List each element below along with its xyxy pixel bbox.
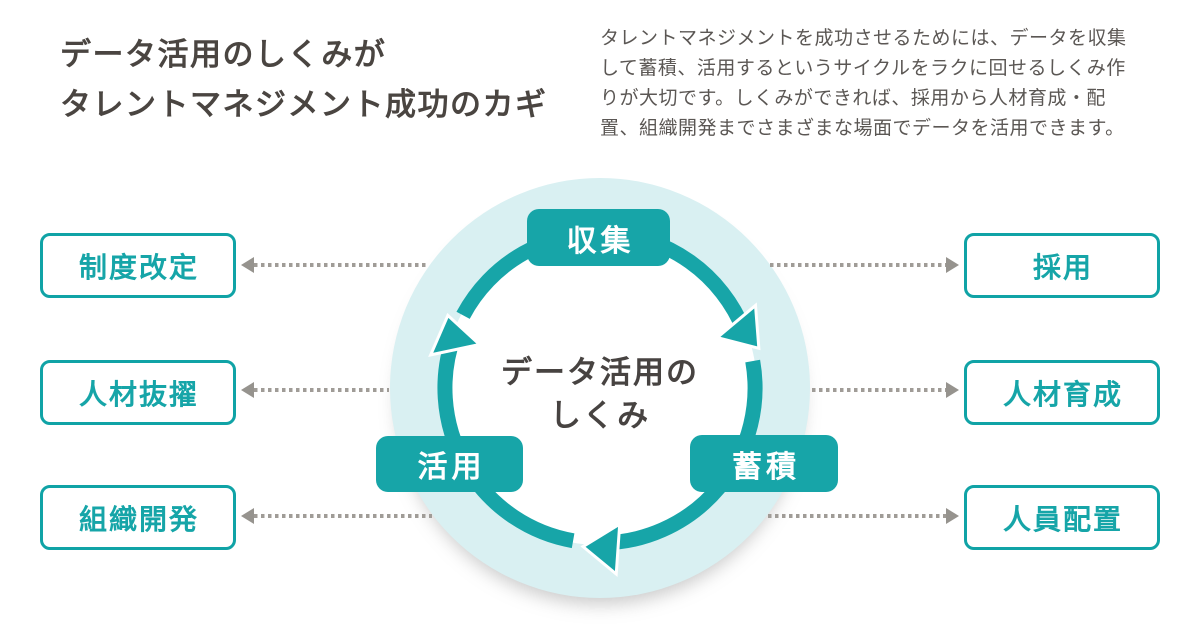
- cycle-arrowhead-right-icon: [714, 302, 761, 351]
- dotted-arrowhead-left-icon: [241, 382, 254, 398]
- left-item-jinzai-batteki: 人材抜擢: [40, 360, 236, 425]
- cycle-arrowhead-left-icon: [428, 312, 483, 357]
- connector-left-2: [241, 382, 389, 398]
- dotted-arrowhead-right-icon: [946, 508, 959, 524]
- intro-paragraph: タレントマネジメントを成功させるためには、データを収集 して蓄積、活用するという…: [600, 27, 1127, 139]
- dotted-arrowhead-left-icon: [241, 257, 254, 273]
- cycle-arrowhead-bottom-icon: [580, 521, 622, 577]
- cycle-center-label: データ活用の しくみ: [501, 355, 699, 434]
- right-item-jinin-haichi: 人員配置: [964, 485, 1160, 550]
- dotted-arrowhead-right-icon: [946, 257, 959, 273]
- connector-left-1: [241, 257, 428, 273]
- cycle-step-use: 活用: [376, 436, 523, 492]
- left-item-soshiki-kaihatsu: 組織開発: [40, 485, 236, 550]
- connector-left-3: [241, 508, 432, 524]
- connector-right-2: [812, 382, 959, 398]
- left-item-seido-kaitei: 制度改定: [40, 233, 236, 298]
- page-title: データ活用のしくみが タレントマネジメント成功のカギ: [60, 37, 548, 123]
- dotted-arrowhead-left-icon: [241, 508, 254, 524]
- cycle-step-collect: 収集: [527, 209, 670, 266]
- right-item-jinzai-ikusei: 人材育成: [964, 360, 1160, 425]
- cycle-step-store: 蓄積: [690, 435, 838, 492]
- dotted-arrowhead-right-icon: [946, 382, 959, 398]
- right-item-saiyo: 採用: [964, 233, 1160, 298]
- connector-right-1: [770, 257, 959, 273]
- connector-right-3: [768, 508, 959, 524]
